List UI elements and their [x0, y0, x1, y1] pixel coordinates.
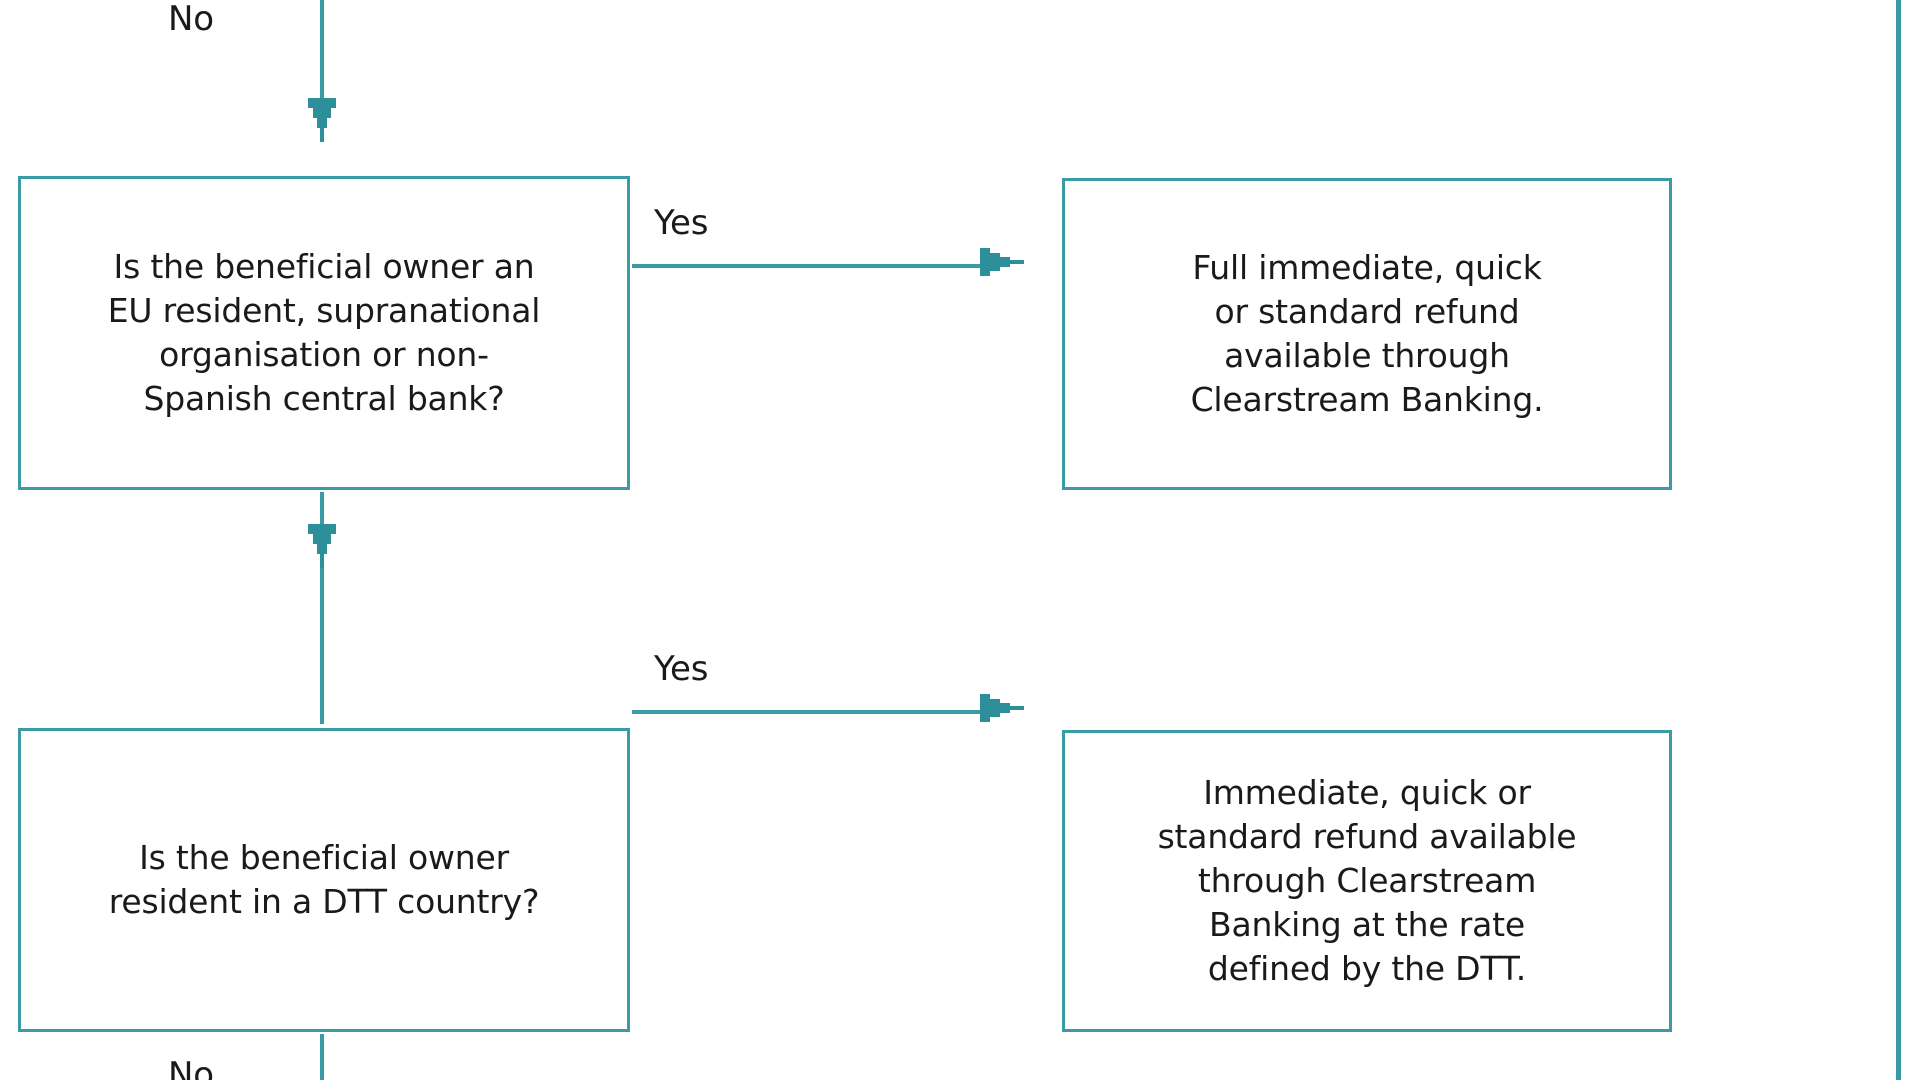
node-eu-resident-text: Is the beneficial owner an EU resident, … — [107, 247, 541, 418]
node-eu-resident-question[interactable]: Is the beneficial owner an EU resident, … — [18, 176, 630, 490]
page-border-rule — [1896, 0, 1901, 1080]
connector-no-eu-to-dtt — [320, 492, 324, 724]
arrow-down-icon — [308, 98, 336, 142]
connector-no-into-eu-resident — [320, 0, 324, 100]
connector-yes-dtt-to-dtt-refund — [632, 710, 982, 714]
edge-label-yes-second: Yes — [654, 649, 709, 689]
node-dtt-country-text: Is the beneficial owner resident in a DT… — [108, 838, 540, 921]
node-full-refund-outcome[interactable]: Full immediate, quick or standard refund… — [1062, 178, 1672, 490]
node-dtt-country-question[interactable]: Is the beneficial owner resident in a DT… — [18, 728, 630, 1032]
arrow-right-icon — [980, 248, 1024, 276]
edge-label-yes-first: Yes — [654, 203, 709, 243]
arrow-right-icon — [980, 694, 1024, 722]
node-dtt-refund-outcome[interactable]: Immediate, quick or standard refund avai… — [1062, 730, 1672, 1032]
connector-yes-eu-to-full-refund — [632, 264, 982, 268]
edge-label-no-bottom: No — [168, 1055, 214, 1080]
node-full-refund-text: Full immediate, quick or standard refund… — [1190, 248, 1544, 419]
node-dtt-refund-text: Immediate, quick or standard refund avai… — [1157, 773, 1577, 988]
arrow-down-icon — [308, 524, 336, 568]
edge-label-no-top: No — [168, 0, 214, 39]
connector-no-out-of-dtt — [320, 1034, 324, 1080]
